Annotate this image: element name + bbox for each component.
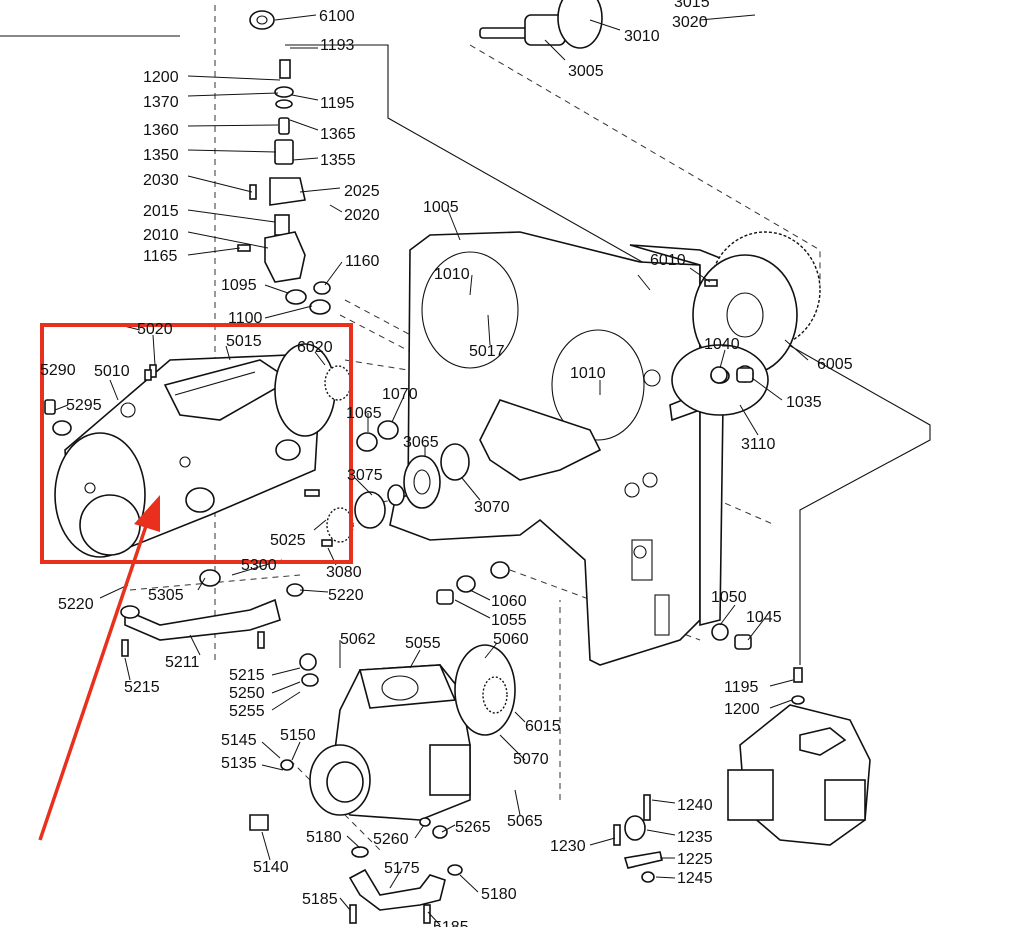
- lower-pump-assembly: [249, 644, 516, 839]
- label-1055: 1055: [491, 612, 527, 629]
- label-3080: 3080: [326, 564, 362, 581]
- label-1010-b: 1010: [570, 365, 606, 382]
- label-1040: 1040: [704, 336, 740, 353]
- label-5215-b: 5215: [124, 679, 160, 696]
- bracket-assembly: [613, 794, 663, 883]
- label-3015: 3015: [674, 0, 710, 11]
- highlight-arrow: [38, 495, 160, 841]
- ring-gear-6005: [671, 231, 821, 416]
- label-1065: 1065: [346, 405, 382, 422]
- label-2020: 2020: [344, 207, 380, 224]
- label-5180-a: 5180: [306, 829, 342, 846]
- label-1195-bottom: 1195: [724, 679, 759, 696]
- label-1240: 1240: [677, 797, 713, 814]
- label-1005: 1005: [423, 199, 459, 216]
- label-1225: 1225: [677, 851, 713, 868]
- label-2010: 2010: [143, 227, 179, 244]
- label-5145: 5145: [221, 732, 257, 749]
- label-5295: 5295: [66, 397, 102, 414]
- label-5175: 5175: [384, 860, 420, 877]
- label-1035: 1035: [786, 394, 822, 411]
- label-5070: 5070: [513, 751, 549, 768]
- label-1235: 1235: [677, 829, 713, 846]
- label-5305: 5305: [148, 587, 184, 604]
- label-6100: 6100: [319, 8, 355, 25]
- label-1360: 1360: [143, 122, 179, 139]
- label-1355: 1355: [320, 152, 356, 169]
- label-3065: 3065: [403, 434, 439, 451]
- shaft-parts: [321, 420, 470, 547]
- label-2015: 2015: [143, 203, 179, 220]
- label-5140: 5140: [253, 859, 289, 876]
- label-6020: 6020: [297, 339, 333, 356]
- label-5185-a: 5185: [302, 891, 338, 908]
- label-5055: 5055: [405, 635, 441, 652]
- label-5015: 5015: [226, 333, 262, 350]
- label-5020: 5020: [137, 321, 173, 338]
- highlight-box: [40, 323, 353, 564]
- label-5062: 5062: [340, 631, 376, 648]
- label-3020: 3020: [672, 14, 708, 31]
- label-1230: 1230: [550, 838, 586, 855]
- pipe-5211: [120, 569, 304, 657]
- label-1193: 1193: [320, 37, 355, 54]
- label-5265: 5265: [455, 819, 491, 836]
- label-5150: 5150: [280, 727, 316, 744]
- label-5060: 5060: [493, 631, 529, 648]
- housing-plugs: [144, 279, 754, 650]
- label-1165: 1165: [143, 248, 178, 265]
- label-1200-bottom: 1200: [724, 701, 760, 718]
- part-labels: 6100 1193 3015 3020 3010 3005 1200 1370 …: [40, 0, 853, 927]
- valve-stack: [237, 59, 331, 315]
- pipe-5175: [348, 846, 463, 924]
- label-5215-a: 5215: [229, 667, 265, 684]
- label-2030: 2030: [143, 172, 179, 189]
- label-1370: 1370: [143, 94, 179, 111]
- label-1050: 1050: [711, 589, 747, 606]
- label-5250: 5250: [229, 685, 265, 702]
- right-gear-housing: [727, 667, 871, 846]
- label-6005: 6005: [817, 356, 853, 373]
- label-1095: 1095: [221, 277, 257, 294]
- label-1070: 1070: [382, 386, 418, 403]
- label-6010: 6010: [650, 252, 686, 269]
- label-1100: 1100: [228, 310, 263, 327]
- label-1350: 1350: [143, 147, 179, 164]
- label-5290: 5290: [40, 362, 76, 379]
- label-5255: 5255: [229, 703, 265, 720]
- label-5220-a: 5220: [58, 596, 94, 613]
- label-3070: 3070: [474, 499, 510, 516]
- label-3005: 3005: [568, 63, 604, 80]
- label-3110: 3110: [741, 436, 776, 453]
- label-1195-top: 1195: [320, 95, 355, 112]
- highlighted-pump-assembly: [44, 343, 352, 558]
- label-1200-top: 1200: [143, 69, 179, 86]
- label-5065: 5065: [507, 813, 543, 830]
- label-5260: 5260: [373, 831, 409, 848]
- label-6015: 6015: [525, 718, 561, 735]
- label-1045: 1045: [746, 609, 782, 626]
- label-1365: 1365: [320, 126, 356, 143]
- label-1010-a: 1010: [434, 266, 470, 283]
- label-2025: 2025: [344, 183, 380, 200]
- label-5180-b: 5180: [481, 886, 517, 903]
- label-5017: 5017: [469, 343, 505, 360]
- top-shaft-assembly: [249, 0, 603, 49]
- label-1245: 1245: [677, 870, 713, 887]
- label-5010: 5010: [94, 363, 130, 380]
- label-1160: 1160: [345, 253, 380, 270]
- label-3075: 3075: [347, 467, 383, 484]
- label-3010: 3010: [624, 28, 660, 45]
- label-5211: 5211: [165, 654, 200, 671]
- pipe-1193: [285, 44, 931, 665]
- label-5025: 5025: [270, 532, 306, 549]
- label-5135: 5135: [221, 755, 257, 772]
- label-5185-b: 5185: [433, 919, 469, 927]
- label-5220-b: 5220: [328, 587, 364, 604]
- label-5300: 5300: [241, 557, 277, 574]
- label-1060: 1060: [491, 593, 527, 610]
